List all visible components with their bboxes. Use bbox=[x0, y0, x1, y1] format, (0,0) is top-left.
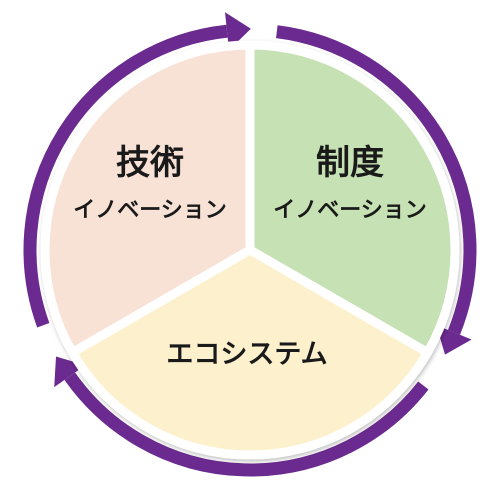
technology-title: 技術 bbox=[116, 143, 184, 183]
segment-group bbox=[40, 40, 460, 460]
arrow-arc-right-arrowhead bbox=[436, 325, 472, 355]
technology-subtitle: イノベーション bbox=[73, 198, 227, 223]
technology-segment-labels: 技術 イノベーション bbox=[73, 143, 227, 223]
ecosystem-title: エコシステム bbox=[166, 339, 327, 370]
institution-subtitle: イノベーション bbox=[273, 198, 427, 223]
cycle-arrows bbox=[23, 12, 477, 477]
ecosystem-segment bbox=[67, 245, 433, 460]
arrow-arc-top-left-arrowhead bbox=[225, 12, 251, 51]
institution-segment-labels: 制度 イノベーション bbox=[273, 143, 427, 223]
arrow-arc-top-left bbox=[23, 24, 228, 328]
arrow-arc-bottom bbox=[64, 372, 429, 477]
institution-title: 制度 bbox=[316, 143, 384, 183]
arrow-arc-right bbox=[276, 25, 477, 335]
ecosystem-segment-labels: エコシステム bbox=[166, 339, 327, 370]
